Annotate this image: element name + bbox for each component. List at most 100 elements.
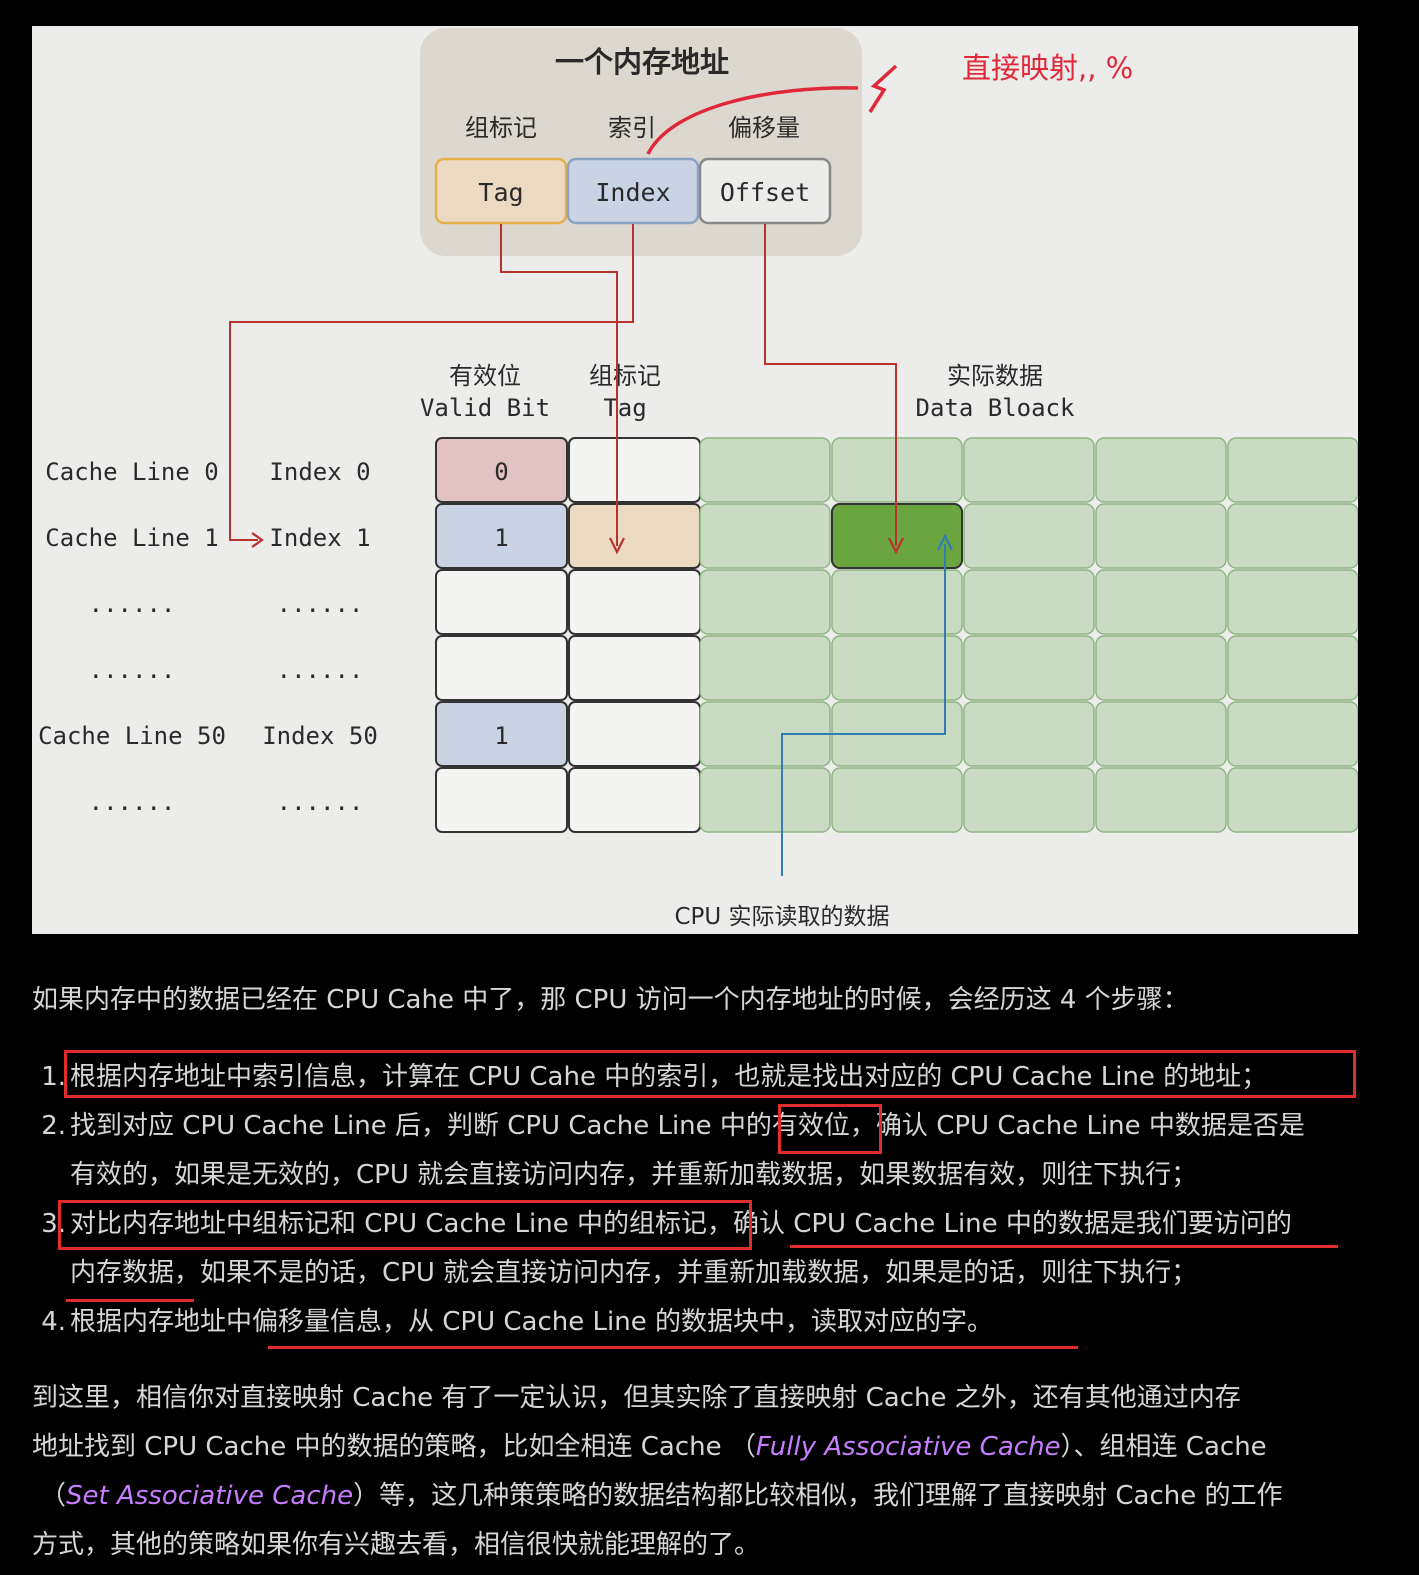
step-number: 2. — [41, 1111, 66, 1141]
field-offset: Offset — [720, 178, 810, 207]
highlight-box-step1 — [64, 1050, 1356, 1098]
index-arrowhead — [251, 532, 264, 548]
data-cell — [831, 569, 963, 635]
col-tag-cn: 组标记 — [589, 362, 661, 390]
set-associative-term: Set Associative Cache — [66, 1481, 354, 1511]
data-cell — [699, 635, 831, 701]
step-text: 有效的，如果是无效的，CPU 就会直接访问内存，并重新加载数据，如果数据有效，则… — [70, 1160, 1198, 1190]
highlight-box-step3 — [58, 1200, 752, 1250]
conclusion-line-4: 方式，其他的策略如果你有兴趣去看，相信很快就能理解的了。 — [32, 1530, 761, 1560]
highlight-box-valid-bit — [778, 1104, 882, 1154]
data-cell — [1227, 635, 1358, 701]
data-cell — [699, 767, 831, 833]
data-cell — [699, 437, 831, 503]
data-cell — [963, 701, 1095, 767]
data-cell — [1095, 701, 1227, 767]
underline-step3-b — [66, 1299, 194, 1302]
data-cell — [1095, 437, 1227, 503]
conclusion-text: ）等，这几种策策略的数据结构都比较相似，我们理解了直接映射 Cache 的工作 — [353, 1481, 1283, 1511]
field-label-index: 索引 — [608, 114, 656, 142]
row-cache-line-label: Cache Line 0 — [45, 458, 218, 486]
cpu-read-label: CPU 实际读取的数据 — [674, 904, 889, 930]
annotation-text: 直接映射,, % — [962, 51, 1133, 85]
conclusion-text: 地址找到 CPU Cache 中的数据的策略，比如全相连 Cache （ — [32, 1432, 756, 1462]
valid-bit-cell — [435, 635, 568, 701]
conclusion-line-3: （Set Associative Cache）等，这几种策策略的数据结构都比较相… — [40, 1472, 1283, 1521]
tag-cell — [568, 437, 701, 503]
col-valid-en: Valid Bit — [420, 394, 550, 422]
conclusion-line-2: 地址找到 CPU Cache 中的数据的策略，比如全相连 Cache （Full… — [32, 1423, 1267, 1472]
offset-arrow-line — [764, 224, 897, 546]
row-index-label: ...... — [277, 788, 364, 816]
valid-bit-value: 1 — [494, 722, 508, 750]
col-data-cn: 实际数据 — [947, 362, 1043, 390]
conclusion-line-1: 到这里，相信你对直接映射 Cache 有了一定认识，但其实除了直接映射 Cach… — [32, 1383, 1241, 1413]
step-text: 内存数据，如果不是的话，CPU 就会直接访问内存，并重新加载数据，如果是的话，则… — [70, 1258, 1198, 1288]
fully-associative-term: Fully Associative Cache — [755, 1432, 1061, 1462]
step-1: 1.根据内存地址中索引信息，计算在 CPU Cahe 中的索引，也就是找出对应的… — [32, 1053, 1267, 1102]
row-index-label: Index 1 — [269, 524, 370, 552]
conclusion-text: （ — [40, 1481, 67, 1511]
valid-bit-value: 1 — [494, 524, 508, 552]
annotation-stroke — [646, 86, 859, 155]
row-index-label: ...... — [277, 656, 364, 684]
row-cache-line-label: ...... — [89, 788, 176, 816]
field-index: Index — [595, 178, 670, 207]
valid-bit-cell — [435, 569, 568, 635]
tag-arrowhead — [609, 537, 625, 555]
data-cell — [831, 767, 963, 833]
underline-step3-a — [790, 1245, 1338, 1248]
data-cell — [699, 503, 831, 569]
data-cell — [1227, 437, 1358, 503]
step-number: 3. — [41, 1209, 66, 1239]
data-cell — [1227, 503, 1358, 569]
field-box-index — [566, 157, 700, 225]
offset-arrowhead — [888, 537, 904, 555]
data-cell — [963, 635, 1095, 701]
data-cell — [1095, 635, 1227, 701]
field-box-tag — [434, 157, 568, 225]
cache-diagram: 一个内存地址 组标记 索引 偏移量 Tag Index Offset 直接映射,… — [32, 26, 1358, 934]
cpu-read-arrow — [781, 544, 946, 876]
data-cell — [1227, 701, 1358, 767]
data-cell — [831, 635, 963, 701]
field-tag: Tag — [478, 178, 523, 207]
row-cache-line-label: Cache Line 1 — [45, 524, 218, 552]
tag-cell — [568, 767, 701, 833]
step-text: 对比内存地址中组标记和 CPU Cache Line 中的组标记，确认 CPU … — [70, 1209, 1292, 1239]
data-cell — [1227, 767, 1358, 833]
data-cell — [963, 437, 1095, 503]
step-text: 找到对应 CPU Cache Line 后，判断 CPU Cache Line … — [70, 1111, 1305, 1141]
tag-arrow-line — [500, 224, 618, 546]
field-label-tag: 组标记 — [465, 114, 537, 142]
conclusion-text: ）、组相连 Cache — [1060, 1432, 1267, 1462]
step-2: 2.找到对应 CPU Cache Line 后，判断 CPU Cache Lin… — [32, 1102, 1305, 1151]
valid-bit-cell — [435, 701, 568, 767]
step-number: 4. — [41, 1307, 66, 1337]
data-cell — [1095, 569, 1227, 635]
data-cell — [1227, 569, 1358, 635]
field-label-offset: 偏移量 — [728, 114, 800, 142]
cpu-read-arrowhead — [937, 533, 953, 551]
underline-step4 — [268, 1346, 1078, 1349]
step-2-cont: 有效的，如果是无效的，CPU 就会直接访问内存，并重新加载数据，如果数据有效，则… — [32, 1151, 1197, 1200]
step-3-cont: 内存数据，如果不是的话，CPU 就会直接访问内存，并重新加载数据，如果是的话，则… — [32, 1249, 1197, 1298]
cache-diagram-svg: 一个内存地址 组标记 索引 偏移量 Tag Index Offset 直接映射,… — [38, 28, 1358, 930]
tag-cell — [568, 635, 701, 701]
index-arrow-line — [229, 224, 634, 541]
tag-cell — [568, 503, 701, 569]
row-index-label: Index 0 — [269, 458, 370, 486]
step-text: 根据内存地址中索引信息，计算在 CPU Cahe 中的索引，也就是找出对应的 C… — [70, 1062, 1268, 1092]
valid-bit-cell — [435, 503, 568, 569]
data-cell — [699, 569, 831, 635]
row-cache-line-label: Cache Line 50 — [38, 722, 226, 750]
data-cell — [1095, 767, 1227, 833]
row-index-label: Index 50 — [262, 722, 378, 750]
tag-cell — [568, 701, 701, 767]
data-cell — [1095, 503, 1227, 569]
data-cell — [963, 503, 1095, 569]
col-valid-cn: 有效位 — [449, 362, 521, 390]
col-tag-en: Tag — [603, 394, 646, 422]
step-text: 根据内存地址中偏移量信息，从 CPU Cache Line 的数据块中，读取对应… — [70, 1307, 993, 1337]
